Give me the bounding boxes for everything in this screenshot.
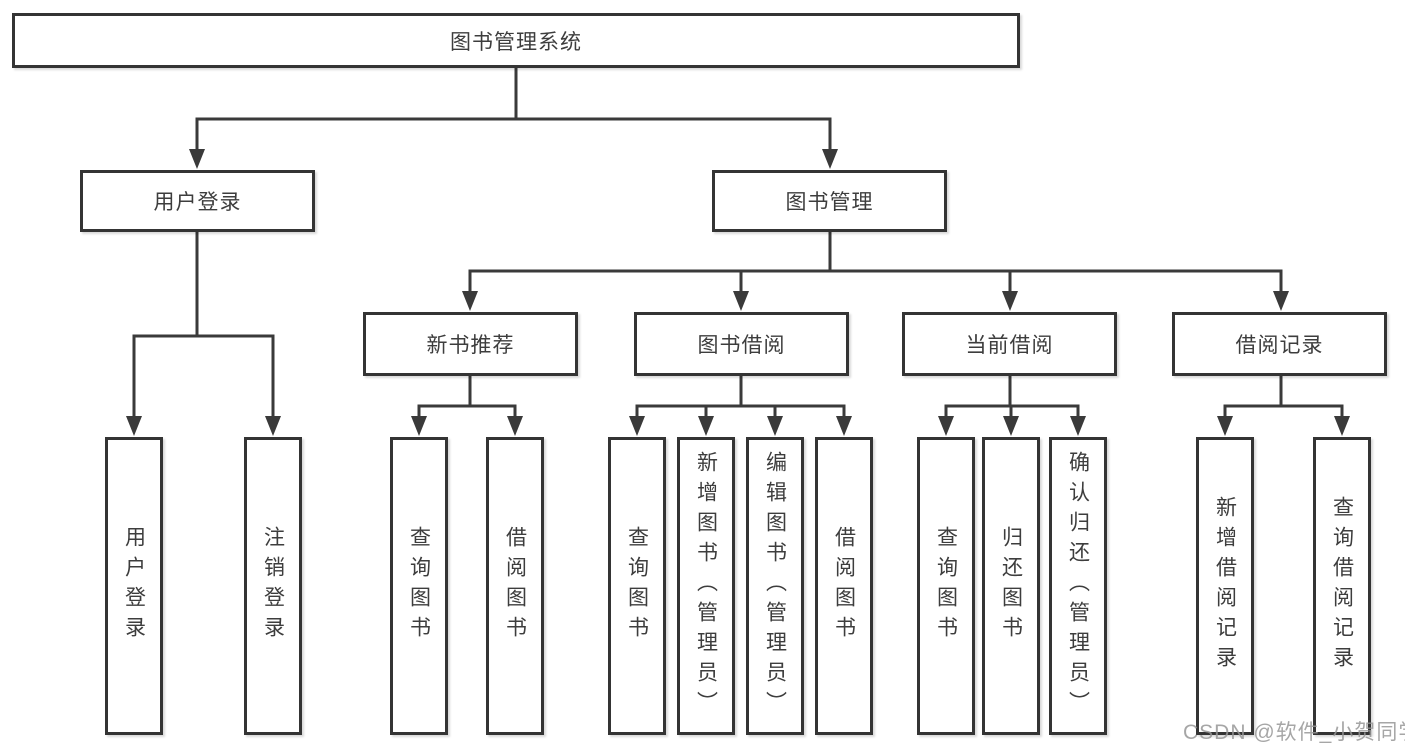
node-library-management-system: 图书管理系统 [12,13,1020,68]
node-label: 查询图书 [407,526,431,646]
node-label: 查询图书 [625,526,649,646]
node-book-management: 图书管理 [712,170,947,232]
node-new-book-recommendation: 新书推荐 [363,312,578,376]
node-leaf-add-borrow-record: 新增借阅记录 [1196,437,1254,735]
node-label: 查询借阅记录 [1330,496,1354,676]
node-label: 图书借阅 [697,334,786,357]
connector-newbookrec-to-leaves [411,376,523,436]
node-current-borrowing: 当前借阅 [902,312,1117,376]
node-leaf-edit-books-admin: 编辑图书（管理员） [746,437,804,735]
node-label: 查询图书 [934,526,958,646]
node-leaf-confirm-return-admin: 确认归还（管理员） [1049,437,1107,735]
node-leaf-add-books-admin: 新增图书（管理员） [677,437,735,735]
node-label: 归还图书 [999,526,1023,646]
node-leaf-query-books-bb: 查询图书 [608,437,666,735]
node-borrowing-records: 借阅记录 [1172,312,1387,376]
node-label: 编辑图书（管理员） [763,451,787,721]
node-label: 注销登录 [261,526,285,646]
node-label: 用户登录 [153,191,242,214]
node-leaf-borrow-books-bb: 借阅图书 [815,437,873,735]
node-leaf-user-login: 用户登录 [105,437,163,735]
node-leaf-query-books-rec: 查询图书 [390,437,448,735]
node-book-borrowing: 图书借阅 [634,312,849,376]
connector-borrowrecord-to-leaves [1217,376,1350,436]
connector-bookmgmt-to-level3 [462,232,1289,311]
node-label: 用户登录 [122,526,146,646]
node-label: 借阅记录 [1235,334,1324,357]
csdn-watermark: CSDN @软件_小贺同学 [1183,721,1405,744]
node-label: 图书管理系统 [450,30,582,54]
node-user-login: 用户登录 [80,170,315,232]
node-label: 图书管理 [785,191,874,214]
connector-root-to-level2 [189,68,838,169]
connector-userlogin-to-leaves [126,232,281,436]
node-label: 当前借阅 [965,334,1054,357]
connector-currentborrow-to-leaves [938,376,1086,436]
node-leaf-logout: 注销登录 [244,437,302,735]
node-leaf-query-books-cb: 查询图书 [917,437,975,735]
node-label: 新书推荐 [426,334,515,357]
node-label: 借阅图书 [503,526,527,646]
node-label: 新增图书（管理员） [694,451,718,721]
node-label: 新增借阅记录 [1213,496,1237,676]
node-leaf-borrow-books-rec: 借阅图书 [486,437,544,735]
node-label: 借阅图书 [832,526,856,646]
node-leaf-return-books: 归还图书 [982,437,1040,735]
node-label: 确认归还（管理员） [1066,451,1090,721]
connector-bookborrow-to-leaves [629,376,852,436]
node-leaf-query-borrow-record: 查询借阅记录 [1313,437,1371,735]
